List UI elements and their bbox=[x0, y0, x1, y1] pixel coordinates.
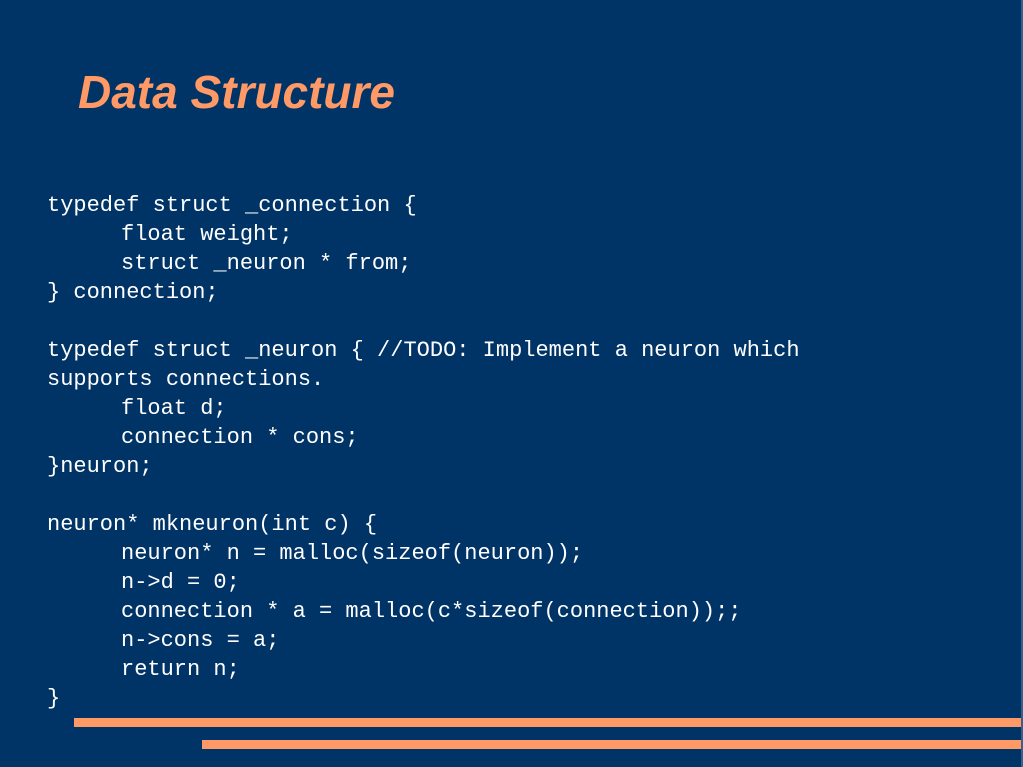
code-line: n->cons = a; bbox=[121, 628, 280, 653]
code-blank-line bbox=[47, 307, 1007, 336]
code-line: float weight; bbox=[121, 222, 293, 247]
code-line: float d; bbox=[121, 396, 227, 421]
code-line: neuron* mkneuron(int c) { bbox=[47, 512, 378, 537]
code-block: typedef struct _connection { float weigh… bbox=[47, 191, 1007, 713]
slide-right-edge bbox=[1021, 0, 1023, 767]
code-line: connection * cons; bbox=[121, 425, 359, 450]
code-line: struct _neuron * from; bbox=[121, 251, 412, 276]
code-line: } connection; bbox=[47, 280, 219, 305]
accent-bar-lower bbox=[202, 740, 1023, 749]
code-line: connection * a = malloc(c*sizeof(connect… bbox=[121, 599, 742, 624]
code-line: supports connections. bbox=[47, 367, 325, 392]
accent-bar-upper bbox=[74, 718, 1023, 727]
code-line: typedef struct _neuron { //TODO: Impleme… bbox=[47, 338, 800, 363]
slide-title: Data Structure bbox=[78, 66, 395, 118]
code-line: typedef struct _connection { bbox=[47, 193, 417, 218]
code-blank-line bbox=[47, 481, 1007, 510]
code-line: n->d = 0; bbox=[121, 570, 240, 595]
code-line: neuron* n = malloc(sizeof(neuron)); bbox=[121, 541, 584, 566]
code-line: return n; bbox=[121, 657, 240, 682]
code-line: } bbox=[47, 686, 61, 711]
code-line: }neuron; bbox=[47, 454, 153, 479]
